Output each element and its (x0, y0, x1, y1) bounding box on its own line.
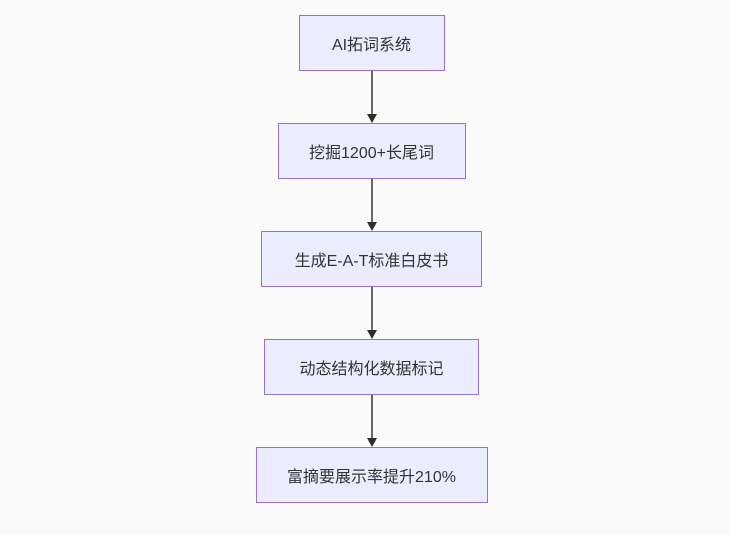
arrow-line (370, 179, 373, 222)
edge-arrow-1 (366, 71, 377, 123)
edge-arrow-3 (366, 287, 377, 339)
flow-node-longtail-mining: 挖掘1200+长尾词 (277, 123, 466, 179)
arrowhead-down-icon (366, 114, 377, 123)
edge-arrow-4 (366, 395, 377, 447)
arrow-line (370, 287, 373, 330)
flow-node-structured-data-markup: 动态结构化数据标记 (264, 339, 479, 395)
arrow-line (370, 71, 373, 114)
arrowhead-down-icon (366, 222, 377, 231)
flowchart-column: AI拓词系统 挖掘1200+长尾词 生成E-A-T标准白皮书 动态结构化数据标记… (7, 0, 729, 503)
flow-node-ai-keyword-system: AI拓词系统 (298, 15, 445, 71)
arrowhead-down-icon (366, 438, 377, 447)
flow-node-rich-snippet-uplift: 富摘要展示率提升210% (255, 447, 488, 503)
arrow-line (370, 395, 373, 438)
flow-node-eat-whitepaper: 生成E-A-T标准白皮书 (261, 231, 482, 287)
edge-arrow-2 (366, 179, 377, 231)
arrowhead-down-icon (366, 330, 377, 339)
